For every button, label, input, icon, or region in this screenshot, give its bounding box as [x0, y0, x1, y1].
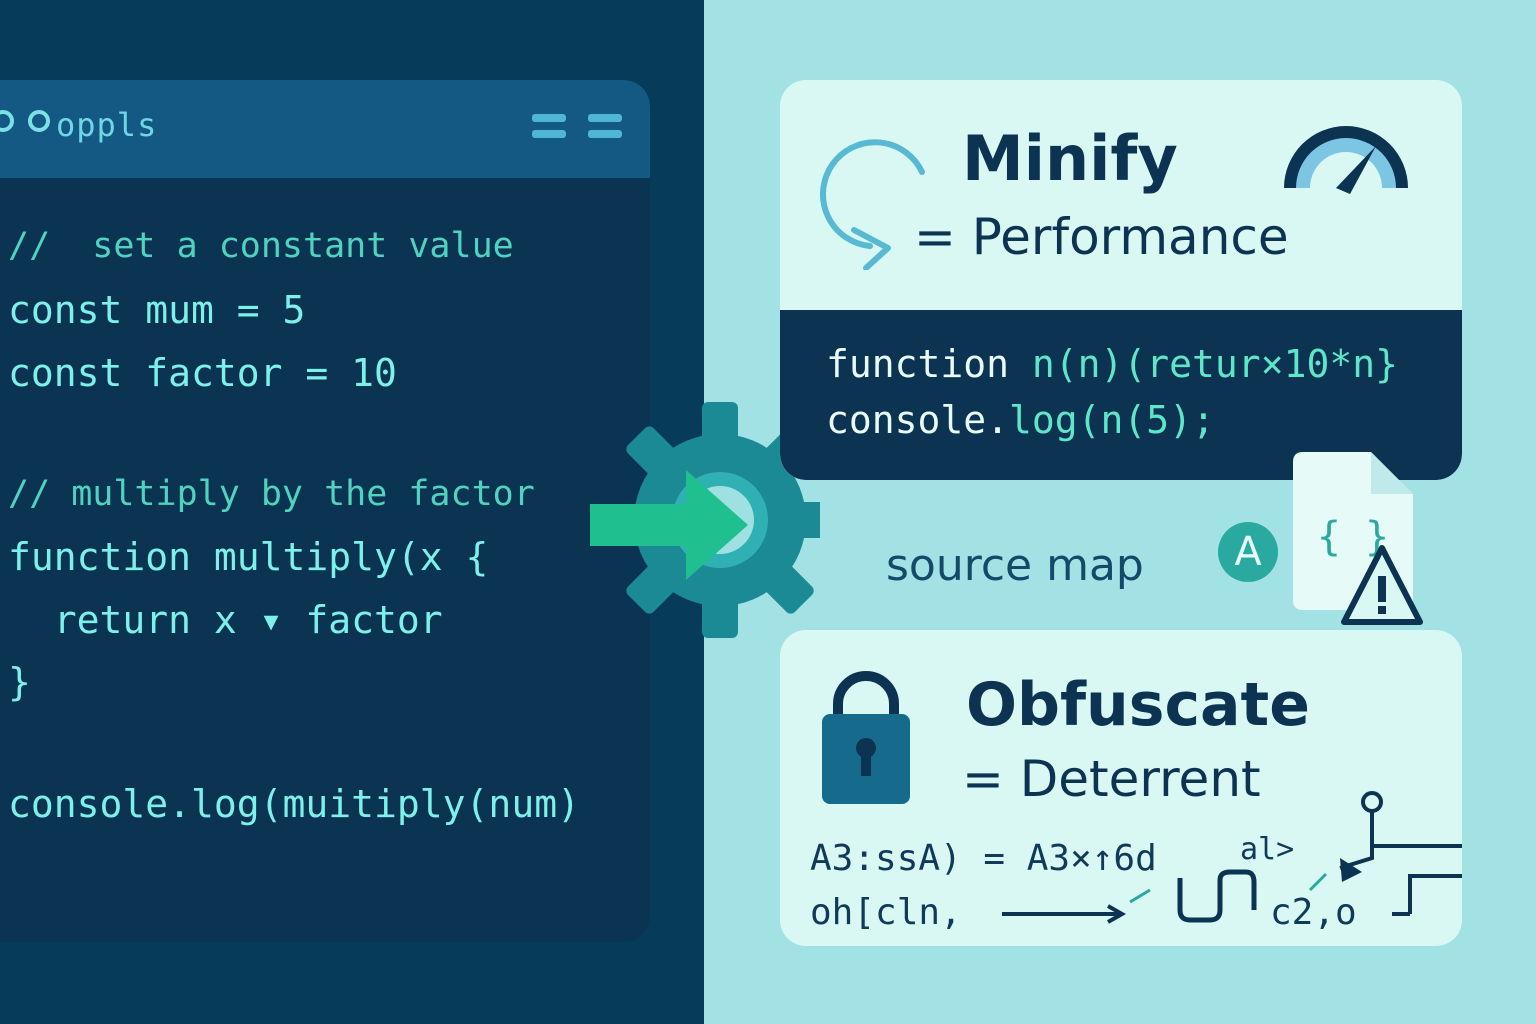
menu-icon[interactable]	[532, 114, 566, 142]
minify-subtitle: = Performance	[914, 208, 1289, 266]
code-line-comment: // multiply by the factor	[8, 474, 535, 514]
window-dot-icon	[0, 110, 14, 132]
warning-icon	[1341, 545, 1423, 625]
minified-code-line: function n(n)(retur×10*n}	[826, 342, 1398, 386]
obfuscate-title: Obfuscate	[966, 670, 1310, 740]
minified-code-line: console.log(n(5);	[826, 398, 1215, 442]
source-map-label: source map	[886, 540, 1144, 591]
code-line: return x ▾ factor	[8, 598, 443, 642]
obfuscate-subtitle: = Deterrent	[962, 750, 1261, 808]
code-line: const mum = 5	[8, 288, 306, 332]
minify-card: Minify = Performance function n(n)(retur…	[780, 80, 1462, 480]
arrow-right-icon	[590, 470, 748, 580]
lock-icon	[822, 671, 910, 804]
obfuscated-code-fragment: c2,o	[1270, 892, 1357, 933]
minify-title: Minify	[962, 122, 1178, 195]
speedometer-icon	[1284, 126, 1408, 194]
code-line: const factor = 10	[8, 351, 397, 395]
circuit-lines-icon	[1002, 791, 1462, 924]
code-line: }	[8, 660, 31, 704]
code-line: function multiply(x {	[8, 535, 489, 579]
editor-header	[0, 80, 650, 178]
a-badge-icon: A	[1218, 522, 1278, 582]
obfuscated-code-line: A3:ssA) = A3×↑6d	[810, 838, 1157, 879]
menu-icon[interactable]	[588, 114, 622, 142]
window-dot-icon	[28, 110, 50, 132]
code-editor-window	[0, 80, 650, 942]
editor-title: oppls	[56, 106, 158, 144]
code-line: console.log(muitiply(num)	[8, 782, 580, 826]
obfuscate-card: Obfuscate = Deterrent A3:ssA) = A3×↑6d a…	[780, 630, 1462, 946]
refresh-arrow-icon	[820, 139, 925, 270]
obfuscated-code-fragment: al>	[1240, 832, 1295, 867]
minified-code-block: function n(n)(retur×10*n} console.log(n(…	[780, 310, 1462, 480]
code-line-comment: // set a constant value	[8, 226, 514, 266]
obfuscated-code-line: oh[cln,	[810, 892, 962, 933]
